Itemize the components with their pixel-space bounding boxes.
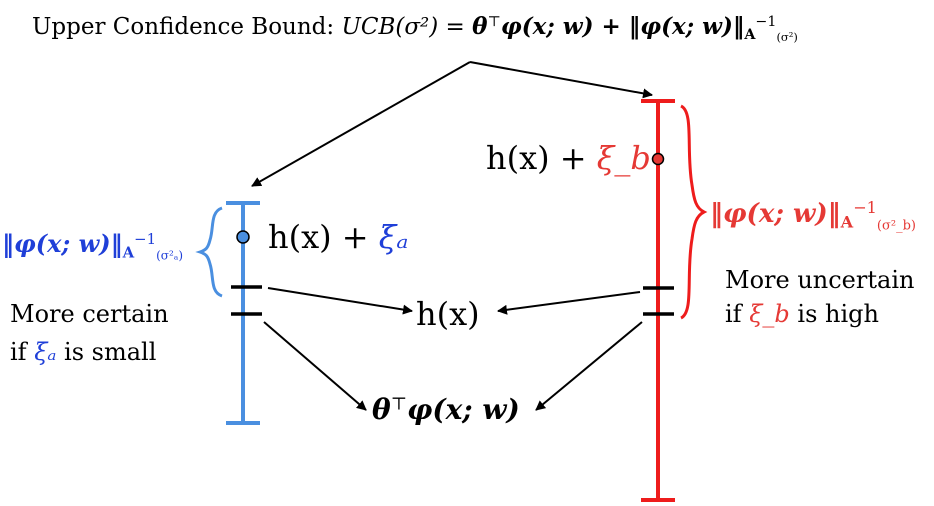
right-interval-bar — [641, 99, 675, 502]
title-norm-subsub: (σ²) — [776, 29, 798, 44]
left-point-label: h(x) + ξₐ — [268, 218, 409, 256]
title: Upper Confidence Bound: UCB(σ²) = θ⊤φ(x;… — [32, 13, 798, 44]
left-norm-label: ‖φ(x; w)‖A−1(σ²ₐ) — [2, 229, 184, 263]
arrow-title-to-right — [469, 61, 653, 99]
title-norm-sub: A — [744, 26, 756, 43]
arrow-left-to-hx — [267, 287, 413, 315]
left-caption-line1: More certain — [10, 300, 169, 328]
center-mean-label: θ⊤φ(x; w) — [372, 393, 520, 426]
arrow-left-to-mean — [263, 321, 367, 411]
arrow-title-to-left — [251, 61, 471, 187]
title-transpose: ⊤ — [487, 14, 501, 31]
right-point-marker — [651, 152, 665, 166]
left-brace — [195, 206, 223, 298]
right-xi: ξ_b — [596, 139, 651, 177]
right-norm-label: ‖φ(x; w)‖A−1(σ²_b) — [710, 198, 916, 234]
arrow-right-to-mean — [535, 321, 643, 411]
left-interval-bar — [226, 201, 262, 425]
arrow-right-to-hx — [497, 291, 641, 315]
title-formula-lhs: UCB(σ²) — [341, 14, 439, 40]
left-point-marker — [236, 230, 250, 244]
title-prefix: Upper Confidence Bound: — [32, 14, 342, 40]
center-hx-label: h(x) — [416, 295, 480, 333]
left-caption-line2: if ξₐ is small — [10, 338, 157, 366]
title-formula-rhs: φ(x; w) + ‖φ(x; w)‖ — [500, 13, 745, 40]
right-caption-line1: More uncertain — [725, 266, 915, 294]
left-xi: ξₐ — [378, 218, 409, 256]
title-norm-sup: −1 — [755, 14, 777, 31]
right-point-label: h(x) + ξ_b — [486, 139, 651, 177]
title-theta: θ — [472, 13, 488, 40]
right-brace — [680, 104, 708, 320]
right-caption-line2: if ξ_b is high — [725, 300, 879, 328]
